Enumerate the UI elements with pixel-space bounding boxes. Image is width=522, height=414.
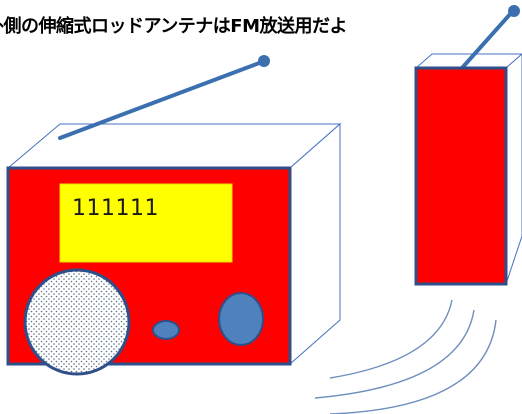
left-radio-display [59, 183, 233, 263]
right-radio-antenna-tip [508, 5, 520, 17]
small-button-icon [152, 320, 180, 340]
radio-wave-outer [329, 319, 497, 414]
right-radio-antenna [460, 10, 514, 70]
left-radio [6, 55, 342, 376]
radio-waves-icon [314, 299, 497, 414]
radio-wave-inner [329, 299, 453, 379]
left-radio-antenna [58, 60, 264, 140]
radio-wave-middle [314, 309, 475, 399]
right-radio [414, 5, 522, 286]
caption-text: 外側の伸縮式ロッドアンテナはFM放送用だよ [0, 16, 348, 37]
display-readout: 111111 [72, 196, 159, 221]
left-radio-top-face [6, 123, 342, 169]
right-radio-front-face [414, 66, 508, 286]
right-radio-side-face [505, 53, 522, 285]
tuning-knob-icon [218, 292, 264, 346]
left-radio-antenna-tip [258, 55, 270, 67]
speaker-grille-icon [23, 268, 131, 376]
